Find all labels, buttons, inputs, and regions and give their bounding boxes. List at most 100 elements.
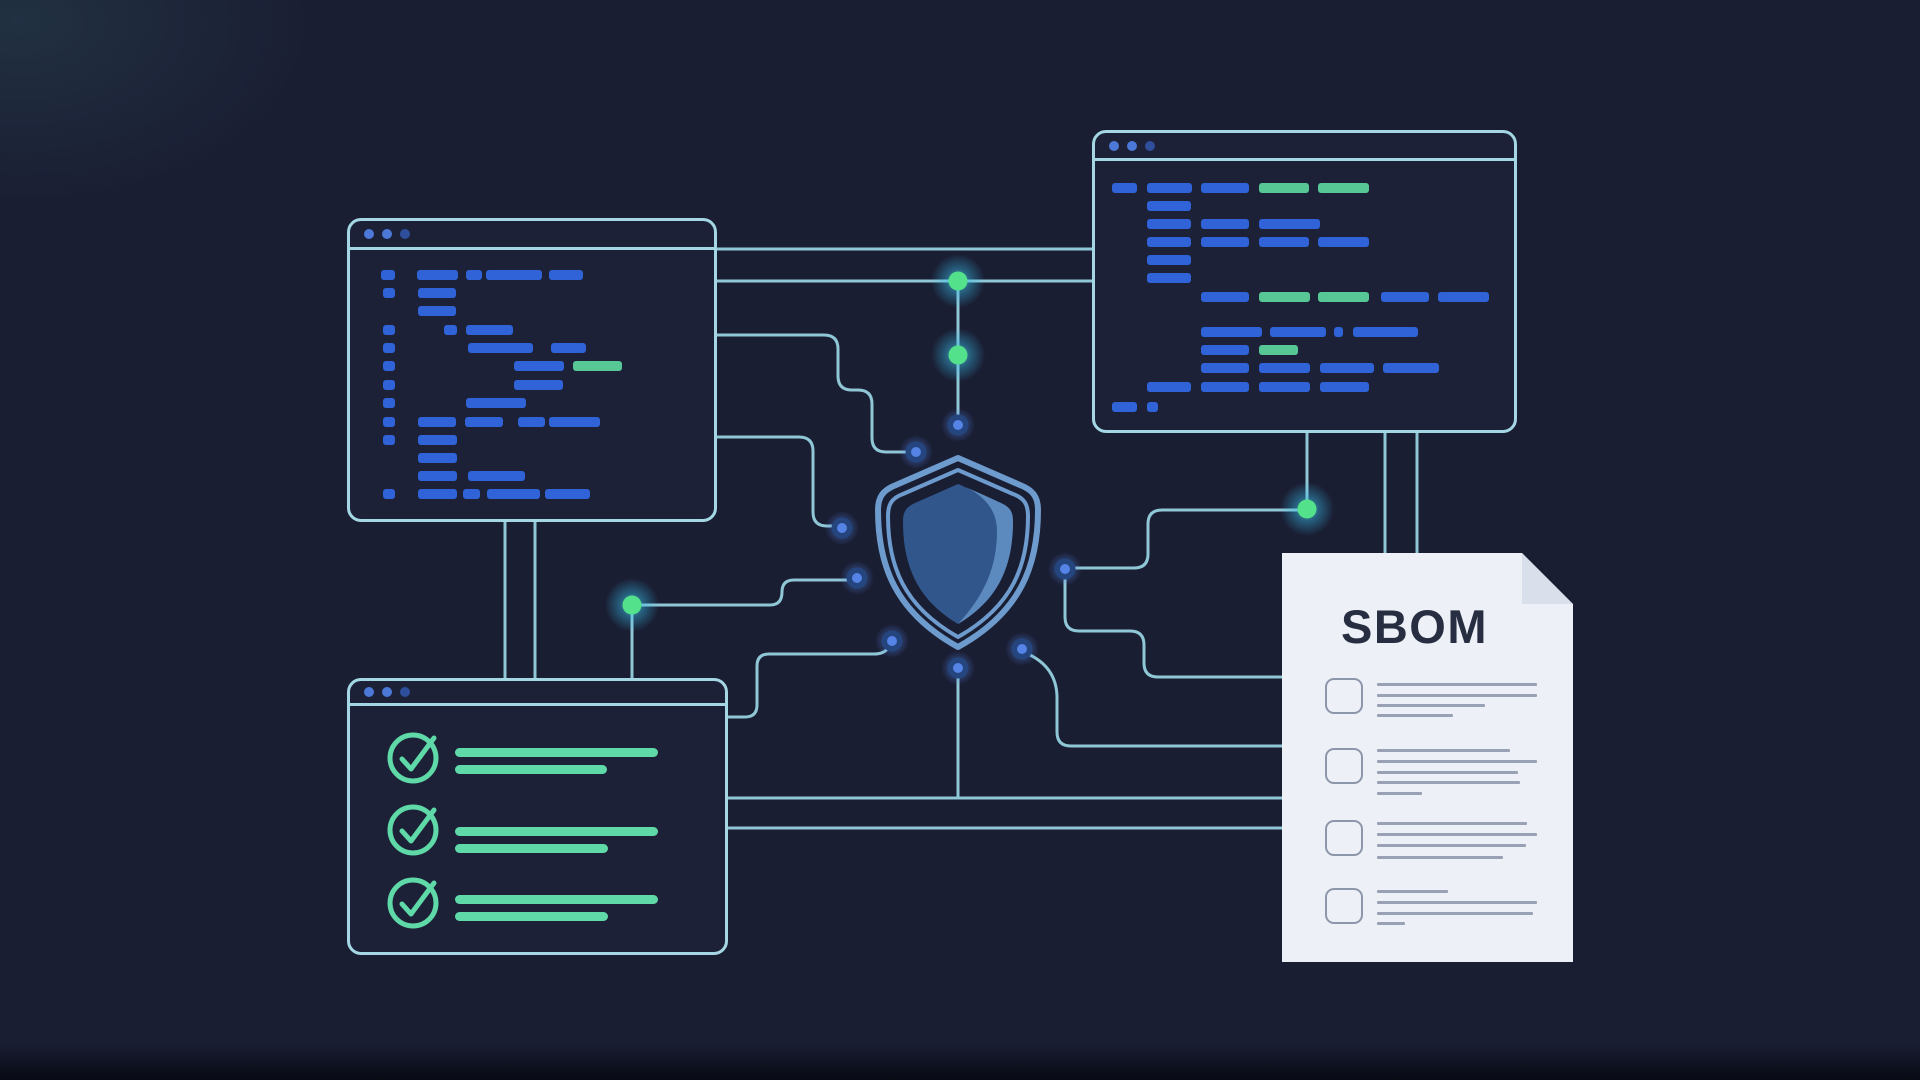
- code-bar: [1201, 363, 1249, 373]
- sbom-text-line: [1377, 704, 1485, 707]
- code-bar: [1270, 327, 1326, 337]
- sbom-text-line: [1377, 714, 1453, 717]
- window-titlebar: [350, 221, 714, 250]
- sbom-title: SBOM: [1341, 600, 1488, 653]
- checklist-text-line: [455, 827, 658, 836]
- code-bar: [1112, 402, 1137, 412]
- code-bar: [383, 435, 395, 445]
- code-bar: [1320, 382, 1369, 392]
- code-bar: [418, 306, 456, 316]
- window-control-dot-icon: [1109, 140, 1119, 151]
- checkmark-circle-icon: [387, 804, 439, 856]
- window-control-dot-icon: [364, 687, 374, 697]
- window-control-dot-icon: [382, 229, 392, 239]
- code-bar: [486, 270, 542, 280]
- code-bar: [1201, 292, 1249, 302]
- code-bar: [466, 398, 526, 408]
- code-bar: [1201, 237, 1249, 247]
- code-bar: [1201, 327, 1262, 337]
- code-bar: [1147, 219, 1191, 229]
- code-bar: [1201, 382, 1249, 392]
- checklist-window: [347, 678, 728, 955]
- window-control-dot-icon: [364, 229, 374, 239]
- code-bar: [383, 489, 395, 499]
- sbom-text-line: [1377, 771, 1518, 774]
- sbom-text-line: [1377, 912, 1533, 915]
- code-bar: [1147, 382, 1191, 392]
- circuit-node-blue-core: [953, 663, 963, 673]
- sbom-text-line: [1377, 890, 1448, 893]
- code-bar: [1320, 363, 1374, 373]
- code-bar: [418, 417, 456, 427]
- window-control-dot-icon: [400, 229, 410, 239]
- code-bar: [518, 417, 545, 427]
- code-bar: [383, 417, 395, 427]
- code-bar: [1259, 382, 1310, 392]
- sbom-checkbox-icon: [1325, 888, 1363, 924]
- code-bar: [1201, 183, 1249, 193]
- code-bar: [1334, 327, 1343, 337]
- sbom-text-line: [1377, 856, 1503, 859]
- circuit-line: [1070, 508, 1309, 570]
- sbom-checkbox-icon: [1325, 820, 1363, 856]
- sbom-text-line: [1377, 781, 1520, 784]
- code-bar: [383, 343, 395, 353]
- checklist-text-line: [455, 912, 608, 921]
- code-bar: [463, 489, 480, 499]
- sbom-checkbox-icon: [1325, 678, 1363, 714]
- code-bar: [444, 325, 457, 335]
- circuit-node-green-icon: [948, 271, 968, 291]
- code-bar: [418, 453, 457, 463]
- code-bar: [466, 270, 482, 280]
- code-bar: [1147, 183, 1192, 193]
- circuit-line: [1063, 574, 1284, 679]
- code-bar: [465, 417, 503, 427]
- code-bar: [1318, 237, 1369, 247]
- code-bar: [1259, 345, 1298, 355]
- circuit-node-blue-core: [953, 420, 963, 430]
- code-bar: [1259, 183, 1309, 193]
- code-bar: [551, 343, 586, 353]
- sbom-text-line: [1377, 833, 1537, 836]
- code-bar: [466, 325, 513, 335]
- code-bar: [383, 398, 395, 408]
- code-bar: [1259, 237, 1309, 247]
- sbom-text-line: [1377, 922, 1405, 925]
- sbom-checkbox-icon: [1325, 748, 1363, 784]
- sbom-text-line: [1377, 822, 1527, 825]
- code-bar: [418, 471, 457, 481]
- code-bar: [1147, 273, 1191, 283]
- checkmark-circle-icon: [387, 877, 439, 929]
- window-content: [350, 681, 725, 952]
- circuit-node-blue-core: [837, 523, 847, 533]
- sbom-document: SBOM: [1282, 553, 1573, 962]
- sbom-text-line: [1377, 844, 1526, 847]
- circuit-node-blue-core: [1017, 644, 1027, 654]
- circuit-node-blue-core: [852, 573, 862, 583]
- circuit-line: [1026, 652, 1284, 748]
- code-window-top-right: [1092, 130, 1517, 433]
- window-control-dot-icon: [400, 687, 410, 697]
- code-bar: [1147, 402, 1158, 412]
- sbom-text-line: [1377, 760, 1537, 763]
- code-bar: [383, 380, 395, 390]
- code-bar: [418, 288, 456, 298]
- code-bar: [418, 489, 457, 499]
- sbom-text-line: [1377, 792, 1422, 795]
- code-bar: [514, 361, 564, 371]
- code-bar: [549, 270, 583, 280]
- code-bar: [1438, 292, 1489, 302]
- circuit-node-blue-core: [887, 636, 897, 646]
- circuit-node-green-icon: [1297, 499, 1317, 519]
- code-bar: [418, 435, 457, 445]
- checklist-text-line: [455, 748, 658, 757]
- code-bar: [1381, 292, 1429, 302]
- window-titlebar: [1095, 133, 1514, 161]
- code-bar: [573, 361, 622, 371]
- circuit-node-green-icon: [622, 595, 642, 615]
- window-control-dot-icon: [1127, 140, 1137, 151]
- code-window-top-left: [347, 218, 717, 522]
- code-bar: [1353, 327, 1418, 337]
